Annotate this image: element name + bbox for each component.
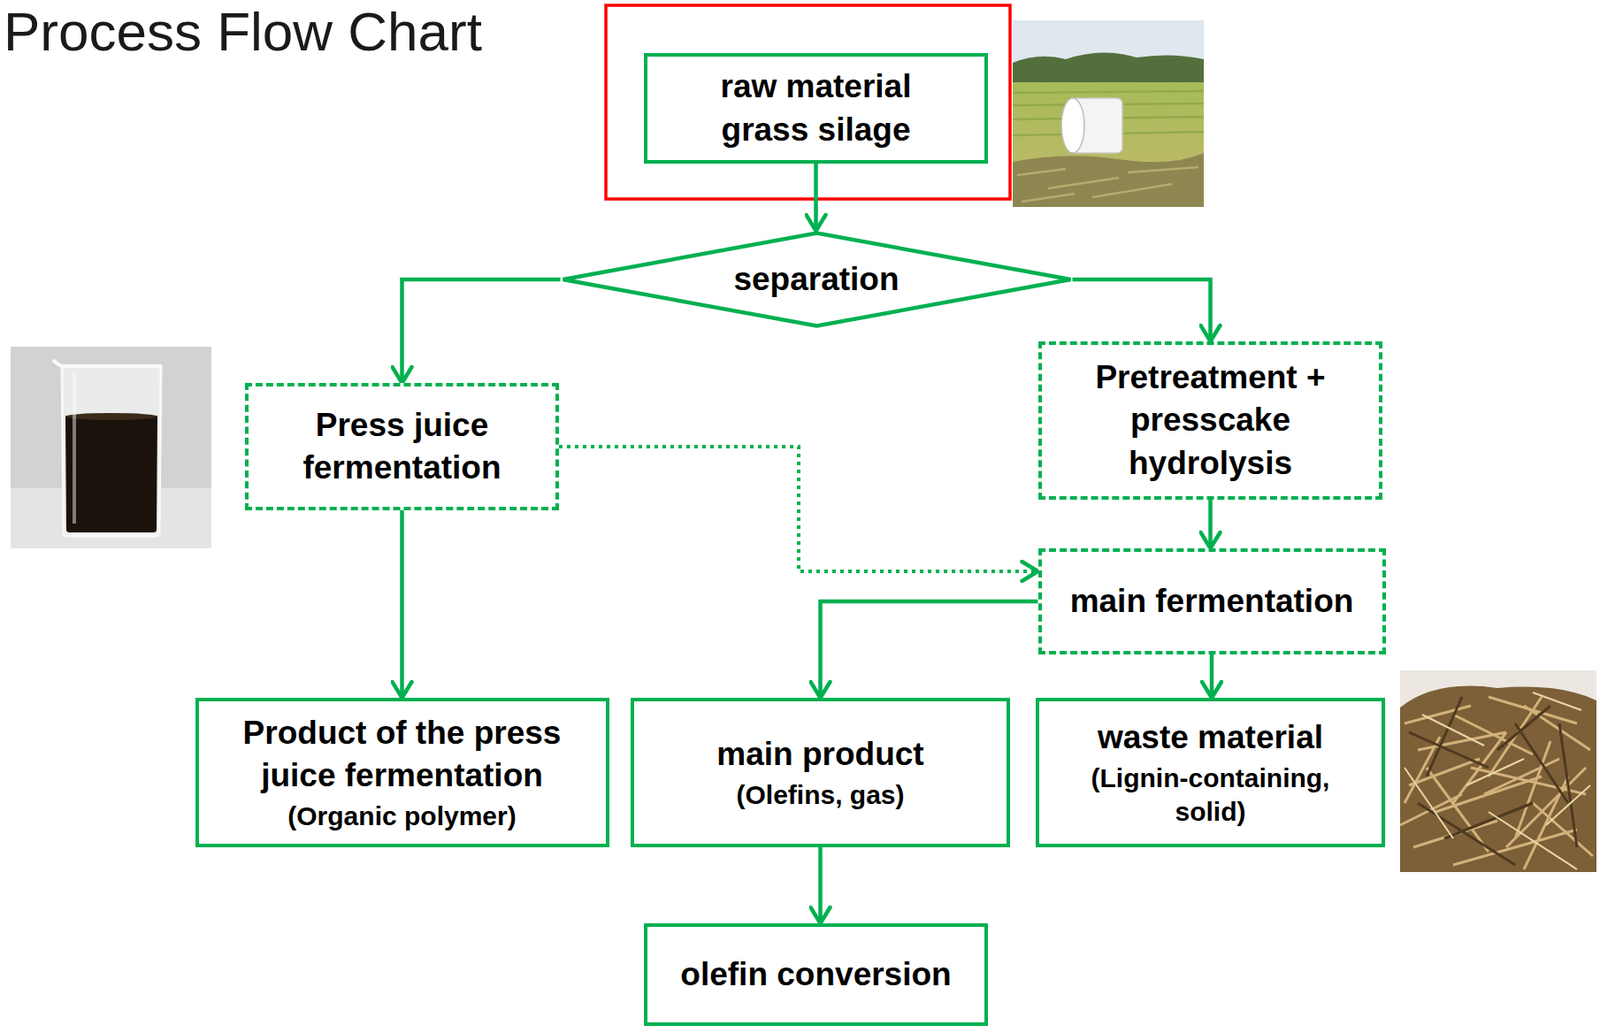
flow-arrow: [1208, 499, 1213, 549]
flow-arrow: [820, 601, 1039, 698]
node-label: Product of the press juice fermentation: [225, 711, 580, 797]
node-note: (Organic polymer): [287, 799, 516, 834]
node-label: olefin conversion: [680, 953, 951, 996]
dotted-connector: [558, 446, 1039, 572]
lignin-straw-photo: [1400, 670, 1597, 873]
output-box: Product of the press juice fermentation(…: [195, 697, 610, 848]
node-label: Pretreatment + presscake hydrolysis: [1078, 356, 1344, 484]
process-box: Press juice fermentation: [244, 382, 559, 511]
flow-arrow: [813, 163, 819, 231]
node-label: waste material: [1097, 716, 1324, 759]
decision-diamond: separation: [560, 230, 1073, 329]
output-box: waste material(Lignin-containing, solid): [1035, 697, 1386, 848]
node-label: raw material grass silage: [701, 65, 932, 151]
node-label: main fermentation: [1070, 580, 1355, 623]
node-label: Press juice fermentation: [269, 404, 536, 490]
chart-title: Process Flow Chart: [3, 0, 483, 63]
press-juice-beaker-photo: [10, 346, 212, 549]
flow-arrow: [402, 279, 561, 383]
input-box: raw material grass silage: [643, 53, 988, 164]
highlight-frame: [605, 5, 1011, 200]
flow-arrow: [1209, 654, 1215, 698]
node-note: (Lignin-containing, solid): [1069, 761, 1353, 829]
process-box: Pretreatment + presscake hydrolysis: [1038, 341, 1383, 500]
flow-arrow: [399, 510, 405, 698]
output-box: olefin conversion: [643, 923, 988, 1026]
node-label: separation: [733, 258, 899, 301]
flow-arrow: [818, 847, 823, 924]
output-box: main product(Olefins, gas): [630, 697, 1011, 848]
flow-arrow: [1072, 279, 1211, 342]
process-box: main fermentation: [1038, 548, 1386, 655]
grass-silage-photo: [1012, 20, 1204, 207]
node-label: main product: [716, 733, 924, 776]
node-note: (Olefins, gas): [735, 778, 904, 812]
